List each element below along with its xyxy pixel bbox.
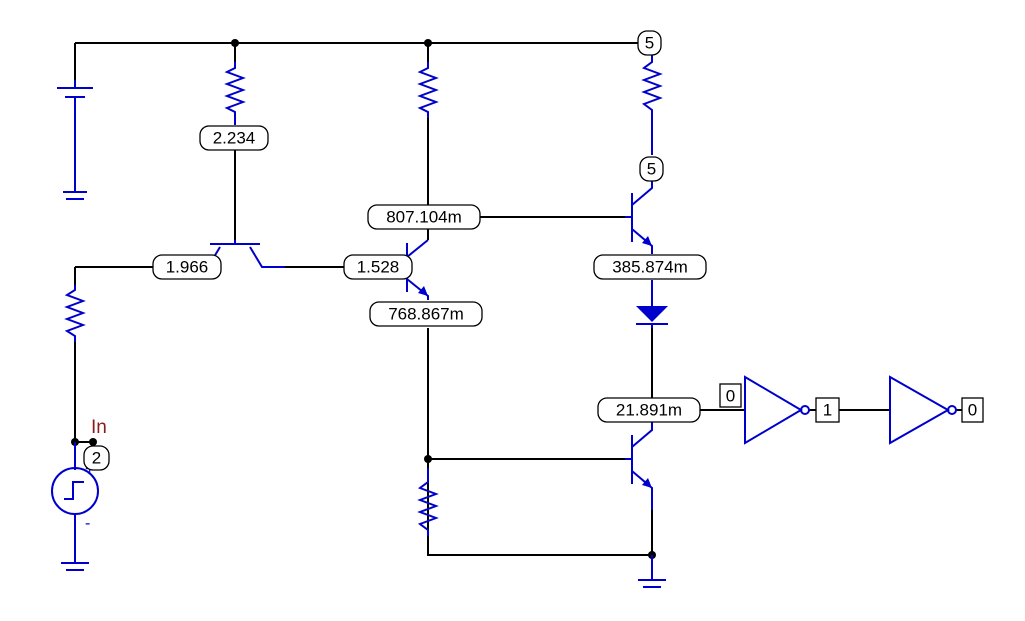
source-minus-sign: -	[85, 515, 90, 532]
q4-arrow-icon	[642, 478, 652, 488]
node-label-q4-collector[interactable]: 21.891m	[597, 397, 701, 423]
node-value: 21.891m	[616, 401, 682, 420]
q2-collector-lead	[406, 239, 429, 258]
resistor-icon	[224, 62, 246, 125]
node-label-top-rail[interactable]: 5	[637, 30, 662, 56]
resistor-icon	[417, 468, 439, 536]
ground-icon	[63, 191, 87, 200]
logic-state-inverter1-input[interactable]: 0	[719, 383, 742, 408]
node-value: 2.234	[213, 129, 256, 148]
node-label-q2-collector[interactable]: 807.104m	[367, 204, 481, 230]
node-label-r1-bottom[interactable]: 2.234	[199, 125, 269, 151]
q4-collector-lead	[631, 422, 653, 448]
net-label-in: In	[91, 417, 107, 438]
node-label-q3-emitter[interactable]: 385.874m	[593, 254, 707, 280]
inverter-bubble-icon	[947, 405, 957, 415]
resistor-icon	[417, 62, 439, 118]
resistor-r1[interactable]	[224, 62, 246, 125]
junction-dot	[89, 438, 97, 446]
resistor-r3[interactable]	[641, 43, 663, 155]
transistor-q4[interactable]	[625, 422, 653, 510]
wires	[74, 42, 962, 556]
node-value: 768.867m	[388, 305, 464, 324]
resistor-r4[interactable]	[417, 468, 439, 536]
resistor-r-in[interactable]	[64, 285, 86, 342]
q3-collector-lead	[631, 180, 653, 206]
node-label-q1-base[interactable]: 1.966	[152, 254, 222, 280]
battery[interactable]	[57, 80, 93, 200]
q2-arrow-icon	[418, 286, 428, 296]
junctions	[71, 39, 656, 559]
junction-dot	[231, 39, 239, 47]
ground-icon	[638, 555, 666, 588]
node-value: 807.104m	[386, 208, 462, 227]
transistor-q2[interactable]	[406, 239, 429, 300]
q1-emitter-lead	[249, 246, 285, 268]
inverter-1[interactable]	[744, 375, 810, 445]
node-label-q2-emitter[interactable]: 768.867m	[369, 301, 483, 327]
node-value: 5	[645, 34, 654, 53]
inverter-triangle-icon	[889, 375, 951, 445]
inverter-triangle-icon	[744, 375, 803, 445]
diode[interactable]	[636, 280, 668, 328]
node-label-q3-collector[interactable]: 5	[639, 156, 664, 182]
ground-right	[638, 555, 666, 588]
node-value: 5	[647, 160, 656, 179]
node-value: 1.528	[357, 258, 400, 277]
node-label-q1-emitter[interactable]: 1.528	[343, 254, 413, 280]
junction-dot	[424, 455, 432, 463]
battery-symbol	[57, 80, 93, 192]
transistor-q3[interactable]	[625, 180, 653, 254]
q3-arrow-icon	[642, 236, 652, 246]
resistor-icon	[64, 285, 86, 342]
resistor-icon	[641, 43, 663, 155]
logic-state-inverter2-output[interactable]: 0	[961, 397, 984, 423]
node-value: 385.874m	[612, 258, 688, 277]
node-value: 1.966	[166, 258, 209, 277]
node-label-source[interactable]: 2	[83, 445, 110, 471]
bottom-wire[interactable]	[427, 536, 652, 556]
step-icon	[64, 481, 84, 500]
q4-emitter-lead	[631, 470, 653, 510]
logic-state-inverter1-output[interactable]: 1	[815, 397, 840, 423]
inverter-bubble-icon	[800, 405, 810, 415]
diode-icon	[636, 306, 668, 322]
logic-value: 0	[726, 387, 735, 406]
resistor-r2[interactable]	[417, 62, 439, 118]
node-value: 2	[92, 449, 101, 468]
inverter-2[interactable]	[889, 375, 957, 445]
junction-dot	[424, 39, 432, 47]
ground-icon	[61, 514, 89, 571]
logic-value: 1	[823, 401, 832, 420]
logic-value: 0	[968, 401, 977, 420]
